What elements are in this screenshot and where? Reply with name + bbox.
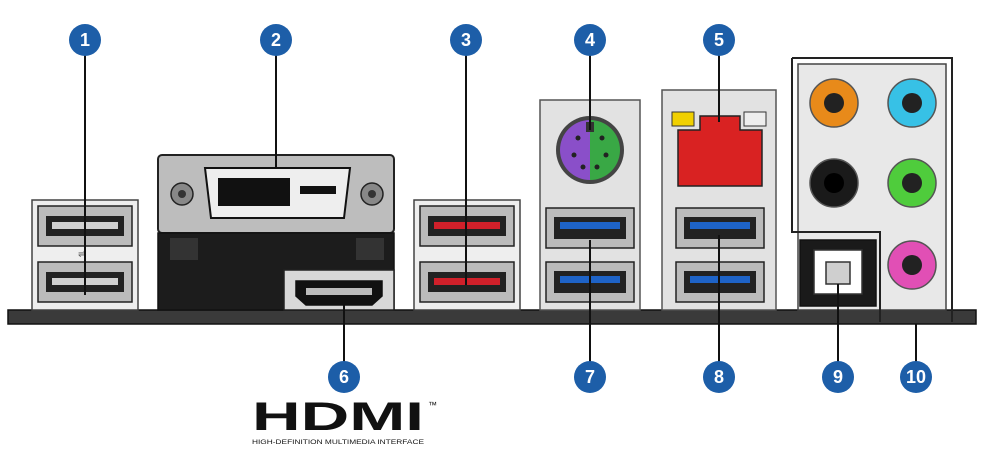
callout-3-label: 3 [461,30,471,50]
board-edge [7,309,977,325]
callout-4-label: 4 [585,30,595,50]
callout-7-label: 7 [585,367,595,387]
hdmi-logo-trademark: ™ [428,400,437,410]
callout-10-label: 10 [906,367,926,387]
callout-1[interactable]: 1 [69,24,101,56]
usb-icon: ⇌ [78,249,86,260]
lan-usb3-port-group [661,89,777,311]
callout-9-label: 9 [833,367,843,387]
callout-4[interactable]: 4 [574,24,606,56]
callout-1-label: 1 [80,30,90,50]
callout-5[interactable]: 5 [703,24,735,56]
callout-6[interactable]: 6 [328,361,360,393]
callout-2-label: 2 [271,30,281,50]
callout-5-label: 5 [714,30,724,50]
callout-8[interactable]: 8 [703,361,735,393]
callout-8-label: 8 [714,367,724,387]
callout-7[interactable]: 7 [574,361,606,393]
hdmi-port-group [283,269,395,311]
leader-lines [84,54,917,362]
callout-9[interactable]: 9 [822,361,854,393]
hdmi-logo: HDMI ™ HIGH-DEFINITION MULTIMEDIA INTERF… [252,395,437,446]
callout-6-label: 6 [339,367,349,387]
callout-2[interactable]: 2 [260,24,292,56]
hdmi-logo-tagline: HIGH-DEFINITION MULTIMEDIA INTERFACE [252,440,424,446]
callout-3[interactable]: 3 [450,24,482,56]
hdmi-logo-wordmark: HDMI [252,395,424,439]
dvi-port-group [157,154,395,311]
callout-10[interactable]: 10 [900,361,932,393]
